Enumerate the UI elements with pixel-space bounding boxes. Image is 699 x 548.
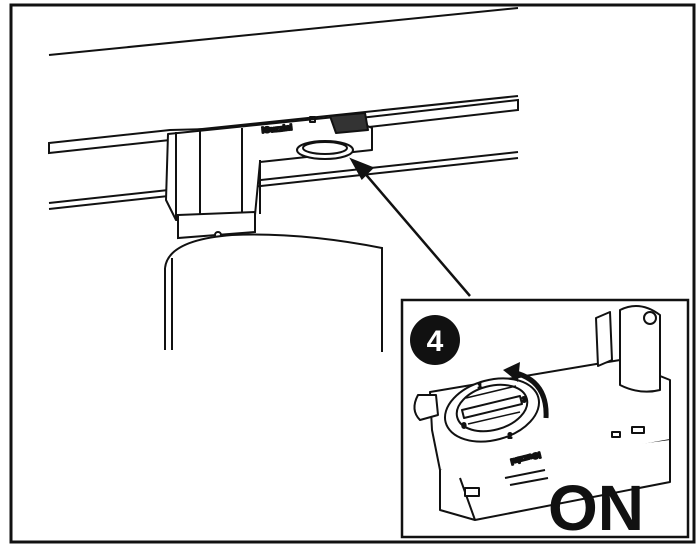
dial-mark-2: 2 [508,433,512,440]
detail-inset: iGuzzini 1 0 2 3 4 ON [400,298,690,544]
dial-mark-3: 3 [522,397,526,404]
pointer-arrow [349,157,471,297]
step-number: 4 [427,325,444,358]
dial-mark-1: 1 [478,383,482,390]
track-adapter: iGuzzini [165,112,373,221]
switch-state-label: ON [548,472,644,544]
adapter-closeup: iGuzzini 1 0 2 3 [413,305,671,521]
rotation-arrow-icon [503,362,549,419]
dial-mark-0: 0 [462,423,466,430]
spotlight-body [164,210,383,352]
step-badge: 4 [410,315,460,365]
brand-mark: iGuzzini [261,123,292,135]
